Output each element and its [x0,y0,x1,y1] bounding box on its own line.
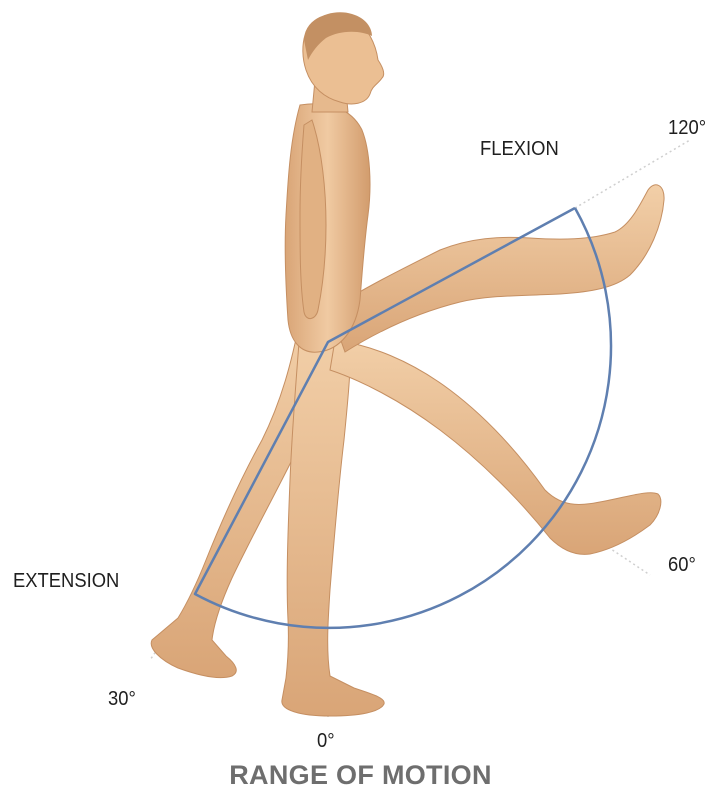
degree-30-label: 30° [108,688,136,711]
leg-60-degrees [330,340,661,554]
degree-0-label: 0° [317,730,335,753]
reference-lines [150,140,690,720]
degree-60-label: 60° [668,554,696,577]
reference-line-120 [575,140,690,208]
leg-120-degrees [330,185,664,352]
diagram-title: RANGE OF MOTION [0,760,721,791]
standing-leg [282,330,384,716]
flexion-label: FLEXION [480,138,559,161]
extension-label: EXTENSION [13,570,119,593]
torso [285,104,370,352]
degree-120-label: 120° [668,117,706,140]
